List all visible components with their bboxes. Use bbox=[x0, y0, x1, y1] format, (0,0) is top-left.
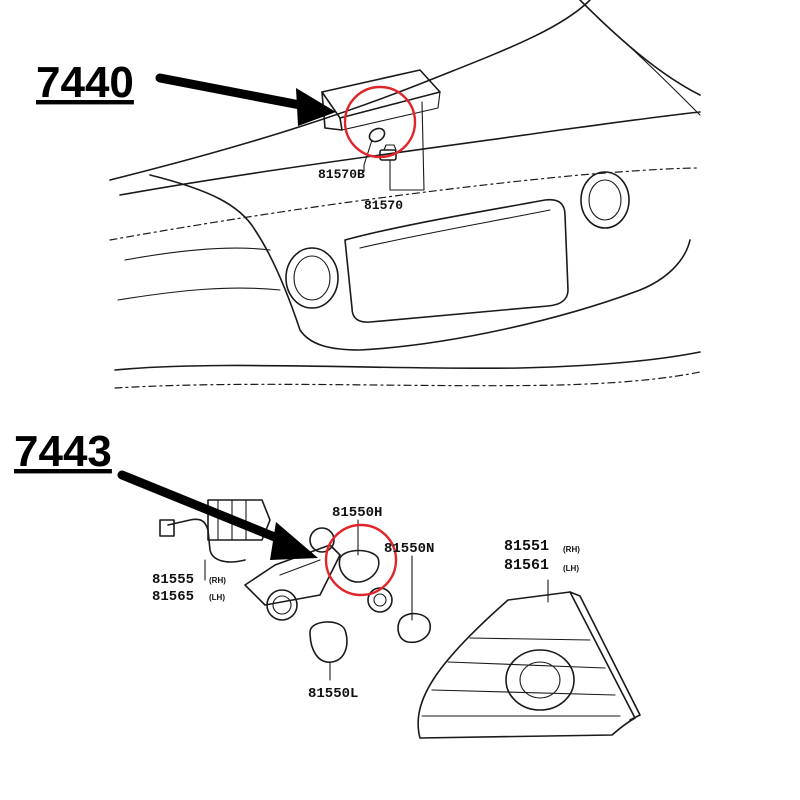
tail-lamp-housing bbox=[417, 591, 636, 739]
part-label-81555-suffix: (RH) bbox=[209, 576, 226, 585]
harness-connector bbox=[159, 519, 175, 537]
license-plate-inner bbox=[359, 209, 551, 249]
tail-lamp-lens-lines bbox=[421, 637, 621, 717]
bumper-dash-line bbox=[114, 371, 701, 389]
leader-bracket bbox=[389, 101, 425, 191]
left-reverse-lamp-inner bbox=[293, 255, 331, 301]
part-label-81555: 81555 bbox=[152, 572, 194, 588]
part-label-81565-suffix: (LH) bbox=[209, 593, 225, 602]
callout-7440: 7440 bbox=[36, 58, 134, 107]
part-label-81570b: 81570B bbox=[318, 167, 365, 182]
socket-housing-l-inner bbox=[272, 595, 292, 615]
callout-arrow-top-shaft bbox=[155, 73, 305, 110]
trunk-dash-line bbox=[109, 167, 701, 241]
bottom-panel: 81550H 81550N 81550L 81555 (RH) 81565 (L… bbox=[14, 427, 740, 800]
part-label-81550h: 81550H bbox=[332, 505, 382, 521]
trunk-upper-edge bbox=[109, 0, 591, 181]
socket-housing-n bbox=[367, 587, 393, 613]
right-reverse-lamp bbox=[580, 171, 630, 229]
trunk-right-edge bbox=[579, 0, 701, 96]
part-label-81550n: 81550N bbox=[384, 541, 434, 557]
callout-arrow-bottom-shaft bbox=[117, 470, 287, 545]
bulb-81550l bbox=[309, 621, 348, 663]
part-label-81565: 81565 bbox=[152, 589, 194, 605]
leader-81570b bbox=[363, 139, 373, 173]
socket-housing-l bbox=[266, 589, 298, 621]
callout-7443: 7443 bbox=[14, 427, 112, 476]
socket-housing-n-inner bbox=[373, 593, 387, 607]
bumper-line-1 bbox=[124, 247, 271, 261]
socket-81570-top bbox=[383, 144, 397, 151]
trunk-lower-outline bbox=[149, 174, 691, 351]
tail-lamp-reflector-inner bbox=[519, 661, 561, 699]
mounting-plate bbox=[244, 544, 341, 606]
bumper-bottom-line bbox=[114, 351, 701, 371]
trunk-right-edge-inner bbox=[599, 19, 701, 116]
right-reverse-lamp-inner bbox=[588, 179, 622, 221]
part-label-81570: 81570 bbox=[364, 198, 403, 213]
highlight-circle-top bbox=[343, 85, 417, 159]
highlight-circle-bottom bbox=[324, 523, 398, 597]
callout-arrow-top-head bbox=[296, 88, 336, 126]
callout-arrow-bottom-head bbox=[270, 522, 318, 560]
tail-lamp-side bbox=[569, 591, 641, 721]
part-label-81561: 81561 bbox=[504, 557, 549, 574]
top-panel-background bbox=[98, 0, 708, 398]
part-label-81551-suffix: (RH) bbox=[563, 545, 580, 554]
left-reverse-lamp bbox=[285, 247, 339, 309]
bottom-panel-background bbox=[60, 428, 740, 800]
license-plate-recess bbox=[344, 198, 569, 323]
tail-lamp-reflector bbox=[505, 649, 575, 711]
stop-lamp-front bbox=[339, 91, 441, 131]
trunk-crease bbox=[119, 111, 701, 196]
socket-81570 bbox=[379, 149, 397, 161]
bulb-81570b bbox=[368, 127, 386, 143]
socket-housing-h bbox=[309, 527, 335, 553]
part-label-81550l: 81550L bbox=[308, 686, 358, 702]
mounting-plate-detail bbox=[279, 559, 321, 576]
top-panel: 81570B 81570 7440 bbox=[36, 0, 708, 398]
bumper-line-2 bbox=[117, 287, 281, 301]
bulb-81550h bbox=[338, 549, 380, 583]
bulb-81550n bbox=[397, 612, 431, 644]
part-label-81561-suffix: (LH) bbox=[563, 564, 579, 573]
part-label-81551: 81551 bbox=[504, 538, 549, 555]
